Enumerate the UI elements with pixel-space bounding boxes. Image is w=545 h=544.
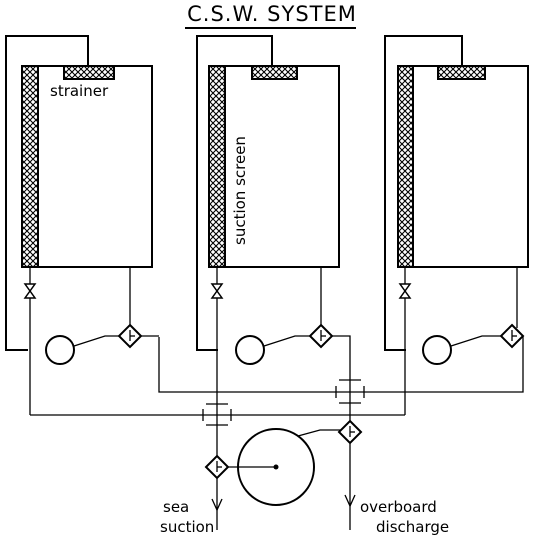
unit-1-valve-icon <box>23 283 37 293</box>
sea-label: sea <box>163 498 189 516</box>
unit-2-pump <box>235 335 265 365</box>
unit-2-box <box>208 65 340 268</box>
unit-3-box <box>397 65 529 268</box>
unit-3-feed-pipe <box>384 35 463 351</box>
discharge-crossover-valve-icon <box>335 379 365 404</box>
unit-2: suction screen <box>196 35 351 530</box>
diagram-title: C.S.W. SYSTEM <box>187 2 357 26</box>
common-piping <box>30 379 405 512</box>
overboard-arrow-icon <box>344 494 356 508</box>
unit-2-valve-icon <box>210 283 224 293</box>
unit-3-top-strainer <box>437 65 486 80</box>
unit-3-screen <box>397 65 414 268</box>
suction-label: suction <box>160 518 214 536</box>
unit-3-pump <box>422 335 452 365</box>
suction-crossover-valve-icon <box>202 403 232 426</box>
unit-3 <box>350 35 529 415</box>
unit-1: strainer <box>5 35 350 415</box>
unit-2-feed-pipe <box>196 35 273 351</box>
sea-suction-arrow-icon <box>211 498 223 512</box>
unit-2-top-strainer <box>251 65 298 80</box>
unit-3-valve-icon <box>398 283 412 293</box>
unit-1-feed-pipe <box>5 35 89 351</box>
discharge-label: discharge <box>376 518 449 536</box>
suction-screen-label: suction screen <box>231 136 249 245</box>
unit-2-screen <box>208 65 226 268</box>
unit-1-pump <box>45 335 75 365</box>
unit-1-top-strainer <box>63 65 115 80</box>
unit-1-screen <box>21 65 39 268</box>
overboard-label: overboard <box>360 498 437 516</box>
strainer-label: strainer <box>50 82 109 100</box>
